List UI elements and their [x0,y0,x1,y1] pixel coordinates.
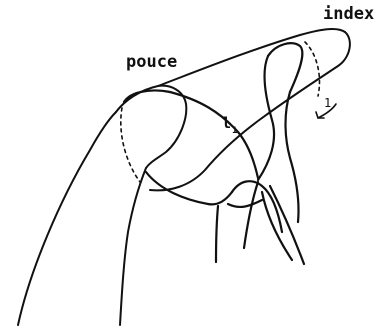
loop-letter: l [222,114,231,132]
hand-outline [18,29,350,325]
label-index: index [323,6,374,23]
string-loops [124,43,304,264]
label-loop-l1: l1 [222,116,236,131]
thumb-loop [124,90,258,178]
label-pouce: pouce [126,54,177,71]
index-loop [268,43,302,92]
index-loop-right [286,92,299,222]
knot-string-2 [216,206,218,262]
thumb-loop-lower [146,172,232,204]
thumb-dotted-line [121,108,140,182]
index-dotted-line [305,42,319,96]
knot-string-3 [244,182,258,248]
loop-subscript: 1 [232,126,237,136]
knot-string-6 [228,200,262,207]
label-arrow-number: 1 [324,97,331,109]
